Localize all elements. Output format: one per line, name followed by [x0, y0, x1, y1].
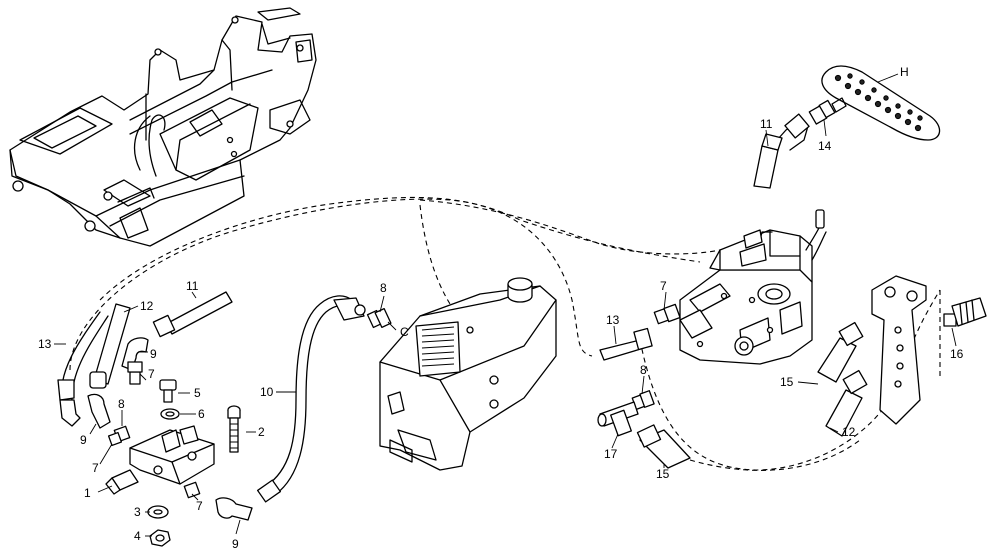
fitting-14	[808, 97, 847, 125]
hose-13-right	[599, 327, 653, 361]
callout-8-c: 8	[640, 363, 647, 377]
callout-7-c: 7	[196, 499, 203, 513]
quick-coupler-16	[943, 297, 987, 327]
hose-10	[256, 295, 366, 503]
callout-11-a: 11	[186, 279, 199, 293]
washer-6	[160, 408, 180, 420]
callout-11-b: 11	[760, 117, 773, 131]
callout-6: 6	[198, 407, 205, 421]
fitting-8-right	[631, 390, 655, 410]
bolt-5	[159, 379, 177, 403]
perforated-plate	[821, 65, 941, 141]
hydraulic-tank	[379, 277, 557, 471]
callout-16: 16	[950, 347, 964, 361]
callout-7-b: 7	[148, 367, 155, 381]
tractor-frame	[9, 7, 317, 247]
nut-4	[149, 529, 171, 547]
callout-10: 10	[260, 385, 274, 399]
callout-C: C	[400, 325, 409, 339]
callout-5: 5	[194, 386, 201, 400]
callout-9-a: 9	[80, 433, 87, 447]
callout-H: H	[900, 65, 909, 79]
callout-labels: 1 2 3 4 5 6 7 7 7 7 8 8 8 9 9 9 10 11 11…	[38, 65, 964, 551]
fitting-8-tank	[366, 307, 392, 329]
bolt-2	[227, 405, 241, 453]
callout-9-b: 9	[150, 347, 157, 361]
fitting-7-valve	[653, 303, 681, 325]
callout-13-b: 13	[606, 313, 620, 327]
callout-17: 17	[604, 447, 618, 461]
callout-12-a: 12	[140, 299, 154, 313]
callout-15-a: 15	[780, 375, 794, 389]
hoses-right	[817, 321, 868, 437]
valve-block-left	[105, 425, 215, 499]
elbow-9-left	[87, 393, 111, 429]
callout-13-a: 13	[38, 337, 52, 351]
tee-fitting-17	[597, 401, 639, 437]
hose-12-left	[89, 303, 131, 389]
elbow-9-bottom	[215, 497, 253, 521]
callout-15-b: 15	[656, 467, 670, 481]
dashed-routing-lines	[69, 196, 941, 471]
callout-8-a: 8	[118, 397, 125, 411]
callout-2: 2	[258, 425, 265, 439]
hose-11-left	[152, 291, 233, 338]
washer-3	[147, 505, 169, 519]
control-valve-block	[679, 209, 827, 365]
callout-8-b: 8	[380, 281, 387, 295]
callout-7-a: 7	[92, 461, 99, 475]
callout-1: 1	[84, 486, 91, 500]
hose-13-left	[57, 311, 109, 427]
leader-lines	[54, 73, 957, 537]
callout-3: 3	[134, 505, 141, 519]
callout-7-d: 7	[660, 279, 667, 293]
callout-12-b: 12	[842, 425, 856, 439]
callout-14: 14	[818, 139, 832, 153]
fitting-7-stack	[127, 361, 143, 385]
callout-4: 4	[134, 529, 141, 543]
mounting-bracket	[871, 275, 927, 425]
callout-9-c: 9	[232, 537, 239, 551]
hose-15-lower	[636, 424, 691, 469]
